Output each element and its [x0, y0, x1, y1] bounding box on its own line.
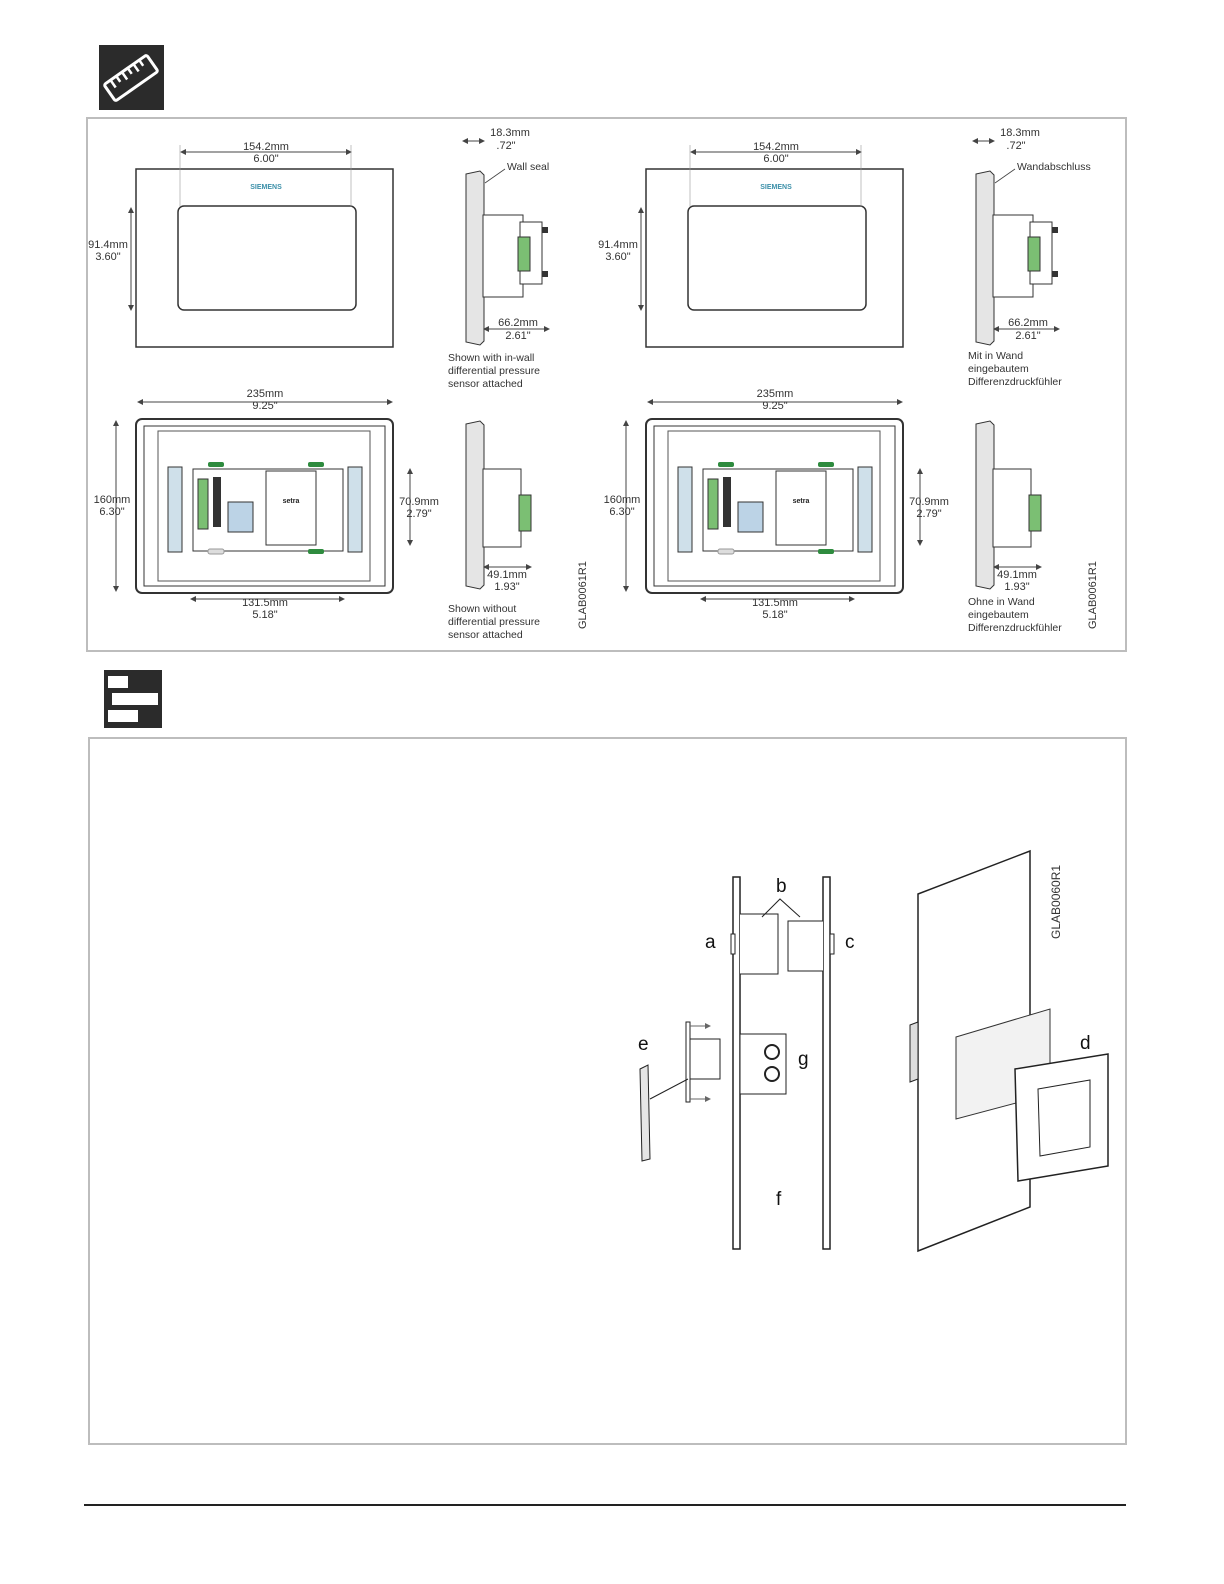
svg-text:eingebautem: eingebautem — [968, 363, 1029, 375]
svg-text:GLAB0061R1: GLAB0061R1 — [1087, 561, 1099, 629]
german-drawing-set: SIEMENS 154.2mm 6.00" 91.4mm 3.60" 18.3m… — [598, 127, 1099, 634]
svg-text:c: c — [845, 932, 855, 953]
ruler-icon — [99, 45, 164, 110]
svg-text:e: e — [638, 1034, 649, 1055]
svg-text:SIEMENS: SIEMENS — [760, 184, 792, 191]
svg-text:Mit in Wand: Mit in Wand — [968, 350, 1023, 362]
svg-text:2.79": 2.79" — [406, 508, 431, 520]
svg-text:160mm: 160mm — [94, 494, 131, 506]
svg-text:70.9mm: 70.9mm — [399, 496, 439, 508]
svg-text:9.25": 9.25" — [762, 400, 787, 412]
svg-text:eingebautem: eingebautem — [968, 609, 1029, 621]
mounting-diagram: a b c e g f d GLAB0060R1 — [638, 849, 1109, 1253]
svg-text:sensor attached: sensor attached — [448, 378, 523, 390]
svg-text:6.00": 6.00" — [253, 153, 278, 165]
svg-text:GLAB0061R1: GLAB0061R1 — [577, 561, 589, 629]
svg-text:18.3mm: 18.3mm — [490, 127, 530, 139]
svg-text:g: g — [798, 1049, 809, 1070]
brick-wall-icon — [104, 670, 162, 728]
svg-text:.72": .72" — [496, 140, 515, 152]
svg-text:66.2mm: 66.2mm — [498, 317, 538, 329]
svg-text:2.61": 2.61" — [1015, 330, 1040, 342]
svg-text:d: d — [1080, 1033, 1091, 1054]
svg-text:235mm: 235mm — [757, 388, 794, 400]
svg-text:5.18": 5.18" — [252, 609, 277, 621]
svg-text:49.1mm: 49.1mm — [997, 569, 1037, 581]
svg-text:154.2mm: 154.2mm — [243, 141, 289, 153]
svg-text:3.60": 3.60" — [605, 251, 630, 263]
svg-text:setra: setra — [793, 498, 810, 505]
brand-logo: SIEMENS — [250, 184, 282, 191]
mounting-figure: a b c e g f d GLAB0060R1 — [88, 737, 1127, 1445]
svg-text:f: f — [776, 1189, 782, 1210]
svg-text:Shown with in-wall: Shown with in-wall — [448, 352, 534, 364]
svg-text:differential pressure: differential pressure — [448, 365, 540, 377]
svg-text:Ohne in Wand: Ohne in Wand — [968, 596, 1035, 608]
svg-text:131.5mm: 131.5mm — [752, 597, 798, 609]
svg-text:154.2mm: 154.2mm — [753, 141, 799, 153]
dimensions-figure: SIEMENS 154.2mm 6.00" 91.4mm 3.60" 18.3m… — [86, 117, 1127, 652]
svg-text:235mm: 235mm — [247, 388, 284, 400]
svg-text:131.5mm: 131.5mm — [242, 597, 288, 609]
svg-text:6.00": 6.00" — [763, 153, 788, 165]
svg-text:.72": .72" — [1006, 140, 1025, 152]
svg-text:b: b — [776, 876, 787, 897]
svg-text:6.30": 6.30" — [99, 506, 124, 518]
svg-text:1.93": 1.93" — [494, 581, 519, 593]
svg-text:70.9mm: 70.9mm — [909, 496, 949, 508]
svg-text:91.4mm: 91.4mm — [88, 239, 128, 251]
svg-text:18.3mm: 18.3mm — [1000, 127, 1040, 139]
svg-text:differential pressure: differential pressure — [448, 616, 540, 628]
svg-text:GLAB0060R1: GLAB0060R1 — [1049, 865, 1063, 939]
svg-text:sensor attached: sensor attached — [448, 629, 523, 641]
svg-text:Wall seal: Wall seal — [507, 161, 549, 173]
svg-text:160mm: 160mm — [604, 494, 641, 506]
svg-text:91.4mm: 91.4mm — [598, 239, 638, 251]
svg-text:5.18": 5.18" — [762, 609, 787, 621]
footer-rule — [84, 1504, 1126, 1506]
svg-text:Differenzdruckfühler: Differenzdruckfühler — [968, 622, 1062, 634]
svg-text:6.30": 6.30" — [609, 506, 634, 518]
svg-text:setra: setra — [283, 498, 300, 505]
svg-text:2.61": 2.61" — [505, 330, 530, 342]
svg-text:Shown without: Shown without — [448, 603, 516, 615]
svg-text:1.93": 1.93" — [1004, 581, 1029, 593]
svg-text:3.60": 3.60" — [95, 251, 120, 263]
svg-text:Wandabschluss: Wandabschluss — [1017, 161, 1091, 173]
svg-text:a: a — [705, 932, 716, 953]
svg-text:9.25": 9.25" — [252, 400, 277, 412]
svg-text:66.2mm: 66.2mm — [1008, 317, 1048, 329]
svg-text:49.1mm: 49.1mm — [487, 569, 527, 581]
svg-text:Differenzdruckfühler: Differenzdruckfühler — [968, 376, 1062, 388]
dimension-drawings: SIEMENS 154.2mm 6.00" 91.4mm 3.60" 18.3m… — [88, 127, 1099, 641]
english-drawing-set: SIEMENS 154.2mm 6.00" 91.4mm 3.60" 18.3m… — [88, 127, 589, 641]
svg-text:2.79": 2.79" — [916, 508, 941, 520]
